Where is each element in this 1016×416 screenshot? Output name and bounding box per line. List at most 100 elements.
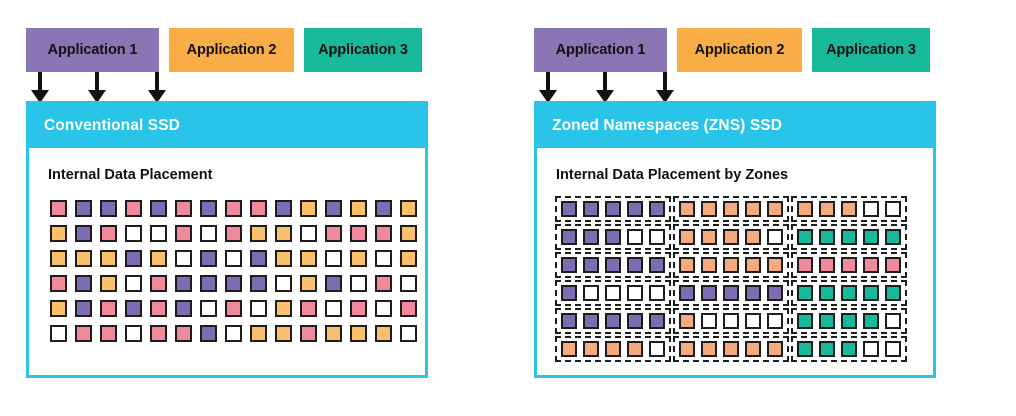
data-cell-amber: [375, 325, 392, 342]
data-cell-empty: [275, 275, 292, 292]
data-cell-amber: [275, 325, 292, 342]
data-cell-peach: [767, 257, 783, 273]
data-cell-empty: [885, 341, 901, 357]
data-cell-empty: [325, 250, 342, 267]
data-cell-pink: [175, 325, 192, 342]
data-cell-empty: [225, 325, 242, 342]
data-cell-pink: [863, 257, 879, 273]
data-cell-peach: [679, 229, 695, 245]
data-cell-amber: [100, 250, 117, 267]
data-cell-purple: [150, 200, 167, 217]
data-cell-peach: [745, 229, 761, 245]
data-cell-teal: [819, 229, 835, 245]
application-box-2[interactable]: Application 2: [677, 28, 802, 72]
data-cell-amber: [300, 250, 317, 267]
data-cell-empty: [125, 225, 142, 242]
data-cell-amber: [50, 250, 67, 267]
data-cell-amber: [400, 250, 417, 267]
data-cell-purple: [200, 325, 217, 342]
ssd-subtitle: Internal Data Placement: [48, 167, 213, 183]
zone-cluster-2: [673, 196, 789, 222]
data-cell-purple: [723, 285, 739, 301]
ssd-header-label: Zoned Namespaces (ZNS) SSD: [552, 117, 782, 134]
arrow-head: [148, 90, 166, 103]
data-cell-pink: [375, 225, 392, 242]
arrow-shaft: [546, 72, 550, 92]
data-cell-pink: [125, 200, 142, 217]
data-cell-empty: [225, 250, 242, 267]
data-cell-empty: [885, 201, 901, 217]
zone-cluster-1: [555, 196, 671, 222]
data-cell-amber: [250, 325, 267, 342]
data-cell-peach: [679, 257, 695, 273]
zone-cluster-2: [673, 308, 789, 334]
data-cell-empty: [745, 313, 761, 329]
ssd-subtitle: Internal Data Placement by Zones: [556, 167, 789, 183]
data-cell-amber: [400, 200, 417, 217]
data-cell-pink: [150, 300, 167, 317]
data-cell-teal: [819, 313, 835, 329]
grid-row: [50, 225, 417, 242]
arrow-head: [656, 90, 674, 103]
application-box-2[interactable]: Application 2: [169, 28, 294, 72]
data-cell-purple: [561, 257, 577, 273]
data-cell-amber: [250, 225, 267, 242]
data-cell-pink: [225, 200, 242, 217]
data-cell-peach: [723, 257, 739, 273]
arrow-shaft: [603, 72, 607, 92]
zoned-data-placement-grid: [555, 196, 907, 362]
data-cell-pink: [350, 225, 367, 242]
data-cell-purple: [175, 275, 192, 292]
ssd-panel-conventional: Conventional SSD Internal Data Placement: [26, 101, 428, 378]
data-cell-empty: [863, 341, 879, 357]
zone-cluster-1: [555, 280, 671, 306]
data-cell-purple: [200, 275, 217, 292]
data-cell-purple: [583, 313, 599, 329]
data-cell-amber: [300, 275, 317, 292]
data-cell-pink: [400, 300, 417, 317]
data-cell-purple: [125, 300, 142, 317]
data-cell-empty: [767, 229, 783, 245]
zone-cluster-3: [791, 280, 907, 306]
data-cell-pink: [50, 200, 67, 217]
data-cell-amber: [275, 225, 292, 242]
data-cell-purple: [627, 257, 643, 273]
ssd-header: Conventional SSD: [29, 104, 425, 148]
application-label: Application 2: [186, 42, 277, 58]
application-box-3[interactable]: Application 3: [304, 28, 422, 72]
data-cell-purple: [583, 229, 599, 245]
data-cell-purple: [275, 200, 292, 217]
data-cell-teal: [797, 313, 813, 329]
data-cell-peach: [745, 341, 761, 357]
data-cell-pink: [375, 275, 392, 292]
data-cell-teal: [797, 229, 813, 245]
data-cell-pink: [885, 257, 901, 273]
grid-row: [50, 300, 417, 317]
zone-cluster-1: [555, 336, 671, 362]
data-cell-empty: [125, 325, 142, 342]
data-cell-purple: [125, 250, 142, 267]
data-cell-teal: [797, 285, 813, 301]
data-cell-empty: [300, 225, 317, 242]
data-cell-peach: [701, 341, 717, 357]
data-cell-peach: [701, 257, 717, 273]
data-cell-purple: [75, 200, 92, 217]
application-box-1[interactable]: Application 1: [26, 28, 159, 72]
data-cell-peach: [745, 201, 761, 217]
data-cell-teal: [885, 229, 901, 245]
data-cell-empty: [400, 275, 417, 292]
data-cell-purple: [745, 285, 761, 301]
arrow-shaft: [95, 72, 99, 92]
data-cell-empty: [583, 285, 599, 301]
data-cell-pink: [819, 257, 835, 273]
application-box-1[interactable]: Application 1: [534, 28, 667, 72]
data-cell-empty: [649, 229, 665, 245]
data-cell-empty: [701, 313, 717, 329]
data-cell-empty: [649, 341, 665, 357]
application-row: Application 1 Application 2 Application 3: [26, 28, 422, 72]
data-cell-empty: [375, 300, 392, 317]
data-cell-purple: [225, 275, 242, 292]
zone-row: [555, 224, 907, 250]
application-box-3[interactable]: Application 3: [812, 28, 930, 72]
